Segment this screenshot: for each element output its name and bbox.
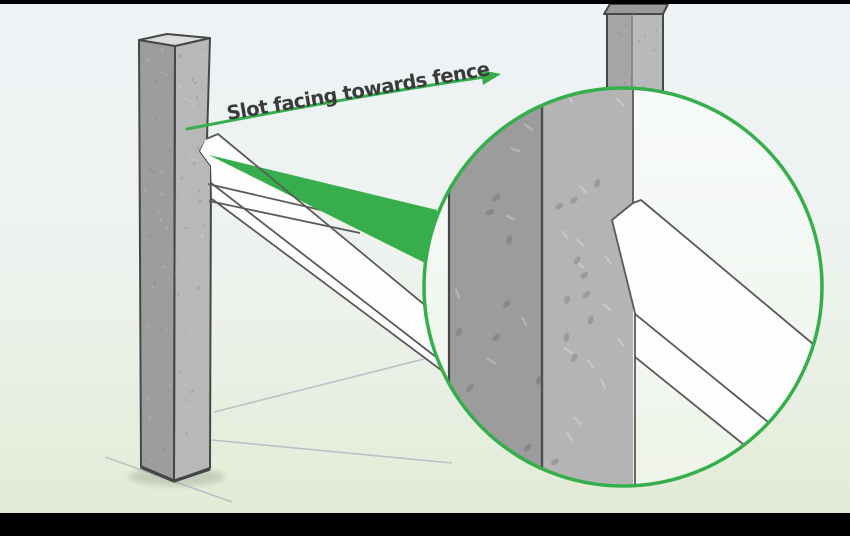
distant-post [603,1,669,96]
letterbox-top [0,0,850,4]
slot-channel-white [200,134,440,371]
magnified-slot-white [612,200,813,444]
magnified-slot-line-1 [634,313,769,423]
main-post-top-cap [138,33,211,47]
slot-inner-line-1 [207,183,339,215]
main-post-front-face [174,38,211,481]
magnified-front-face [542,89,633,485]
slot-projection [200,133,442,371]
distant-post-cap [603,3,669,15]
magnified-slot-line-2 [634,356,744,445]
slot-bottom-edge-1 [210,182,437,358]
magnified-post-edge [611,89,636,485]
distant-post-left-face [607,14,632,96]
slot-inner-line-2 [208,200,361,234]
main-slotted-post [138,33,212,483]
slot-top-edge [205,133,427,307]
main-post-left-face [139,40,175,481]
magnifier-wedge [209,155,437,265]
slot-bottom-edge-2 [211,198,442,371]
magnifier-ring [422,86,824,488]
direction-arrow [185,70,501,131]
letterbox-bottom [0,513,850,536]
magnified-slot-top-edge [632,199,814,345]
distant-post-right-face [632,14,663,96]
arrowhead [481,70,501,85]
